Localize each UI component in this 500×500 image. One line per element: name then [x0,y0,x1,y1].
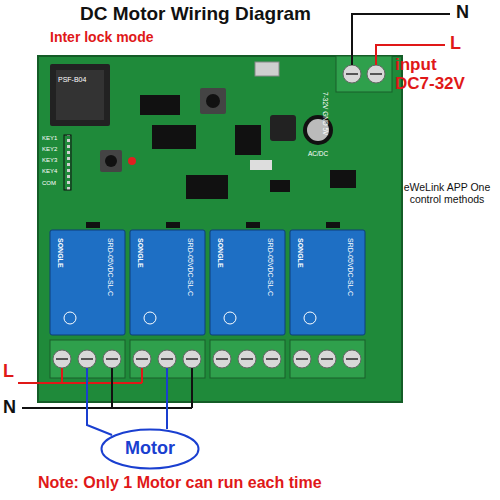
button [200,88,226,114]
wifi-module [50,64,110,126]
pin-label: KEY3 [42,157,57,164]
relay [50,230,365,335]
led [128,157,136,165]
key-header [64,135,71,190]
inductor [270,115,296,141]
button [100,150,122,172]
relay-model: SRD-05VDC-SL-C [266,238,274,296]
relay-brand: SONGLE [216,238,224,268]
relay-brand: SONGLE [296,238,304,268]
app-note: eWeLink APP One control methods [397,182,497,205]
module-label: PSF-B04 [58,76,86,84]
motor-ellipse: Motor [100,428,200,470]
input-label: input DC7-32V [395,56,480,93]
motor-label: Motor [100,439,200,459]
micro-usb [255,62,279,76]
relay-brand: SONGLE [56,238,64,268]
relay-model: SRD-05VDC-SL-C [106,238,114,296]
ic-chip [186,175,228,199]
silkscreen-label: 7-32V GND 5V [322,92,329,135]
ic-chip [152,125,196,149]
terminal-label: L [3,362,14,382]
terminal-label: N [3,398,16,418]
pin-label: COM [42,180,56,187]
relay-model: SRD-05VDC-SL-C [186,238,194,296]
mode-label: Inter lock mode [50,30,153,45]
ic-chip [140,95,180,115]
pin-label: KEY2 [42,146,57,153]
regulator [235,125,261,155]
pcb-board [38,56,402,402]
silkscreen-label: AC/DC [308,150,328,157]
relay-model: SRD-05VDC-SL-C [346,238,354,296]
terminal-label: L [450,34,461,54]
wire [18,14,450,435]
relay-brand: SONGLE [136,238,144,268]
terminal-screw [53,65,385,368]
pin-label: KEY4 [42,168,57,175]
diagram-title: DC Motor Wiring Diagram [80,4,311,25]
terminal-label: N [456,3,469,23]
pin-label: KEY1 [42,135,57,142]
terminal-block [50,56,392,378]
note-caption: Note: Only 1 Motor can run each time [38,474,322,492]
